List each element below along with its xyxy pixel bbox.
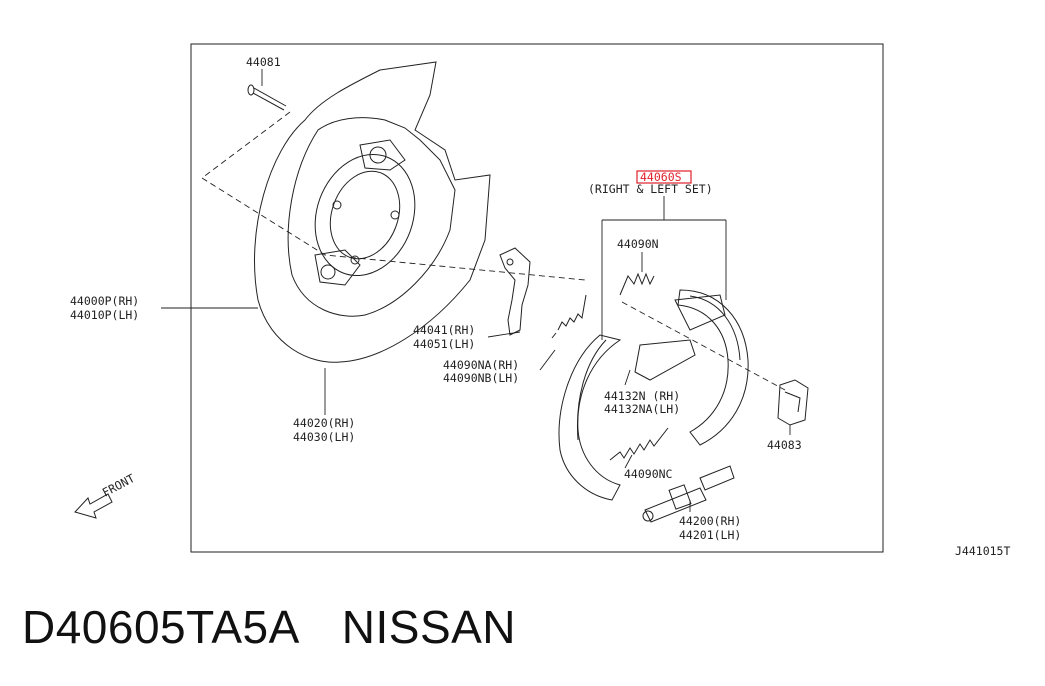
label-lever-lh: 44051(LH) (413, 337, 475, 351)
label-shoe-lh: 44132NA(LH) (604, 402, 680, 416)
spring-n-drawing (619, 272, 655, 296)
pin-drawing (777, 379, 809, 426)
caption: D40605TA5A NISSAN (22, 600, 516, 654)
label-plate-rh: 44000P(RH) (70, 294, 139, 308)
label-plate-lh: 44010P(LH) (70, 308, 139, 322)
label-spring-nc: 44090NC (624, 467, 673, 481)
label-shield-lh: 44030(LH) (293, 430, 355, 444)
bolt-drawing (247, 84, 287, 111)
assembly-dashed-line-2 (621, 301, 786, 391)
leader-lines (161, 69, 791, 512)
label-spring-na: 44090NA(RH) (443, 358, 519, 372)
diagram-frame (190, 43, 884, 553)
spring-nc-drawing (609, 427, 669, 461)
adjuster-drawing (642, 465, 735, 523)
lever-drawing (499, 247, 531, 336)
label-adjuster-rh: 44200(RH) (679, 514, 741, 528)
label-spring-n: 44090N (617, 237, 659, 251)
label-bolt: 44081 (246, 55, 281, 69)
highlight-box (636, 170, 692, 184)
label-shoe-rh: 44132N (RH) (604, 389, 680, 403)
label-pin: 44083 (767, 438, 802, 452)
caption-brand: NISSAN (341, 601, 517, 653)
label-kit-code[interactable]: 44060S (640, 170, 682, 184)
label-spring-nb: 44090NB(LH) (443, 371, 519, 385)
label-front: FRONT (100, 471, 137, 500)
front-arrow-icon (74, 493, 113, 519)
caption-part-number: D40605TA5A (22, 601, 300, 653)
label-adjuster-lh: 44201(LH) (679, 528, 741, 542)
backing-plate-drawing (254, 61, 491, 363)
diagram-code: J441015T (955, 544, 1010, 558)
brake-shoes-drawing (558, 289, 749, 501)
label-shield-rh: 44020(RH) (293, 416, 355, 430)
assembly-dashed-line (201, 111, 586, 281)
label-kit-note: (RIGHT & LEFT SET) (588, 182, 713, 196)
spring-na-drawing (551, 294, 587, 339)
label-lever-rh: 44041(RH) (413, 323, 475, 337)
